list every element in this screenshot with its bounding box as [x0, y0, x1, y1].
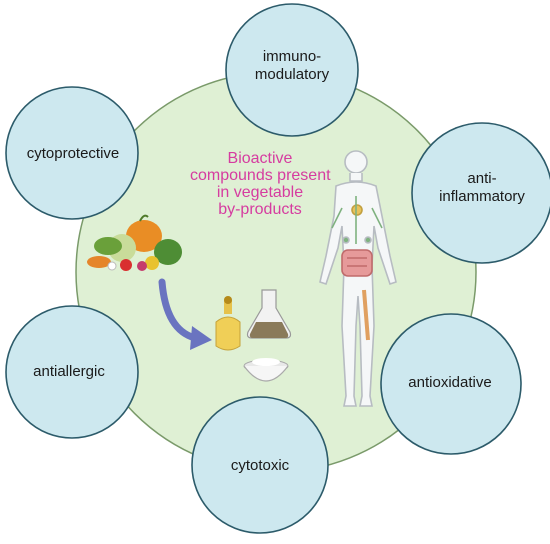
node-label-line: immuno- [262, 48, 322, 65]
node-label-line: cytotoxic [230, 457, 290, 474]
node-circle-antioxidative [380, 313, 522, 455]
node-label-cytotoxic: cytotoxic [205, 457, 315, 475]
node-label-antioxidative: antioxidative [390, 374, 510, 392]
center-title-line: in vegetable [216, 184, 304, 201]
node-circle-antiallergic [5, 305, 139, 439]
node-circle-cytoprotective [5, 86, 139, 220]
node-label-line: cytoprotective [26, 145, 120, 162]
node-label-line: inflammatory [439, 188, 525, 205]
human-body-icon [319, 150, 397, 407]
node-label-cytoprotective: cytoprotective [18, 145, 128, 163]
node-label-line: modulatory [254, 66, 330, 83]
vegetables-icon [87, 214, 182, 271]
node-label-line: antioxidative [408, 374, 492, 391]
node-label-line: antiallergic [33, 363, 105, 380]
property-nodes [5, 3, 550, 534]
center-title-line: by-products [218, 201, 302, 218]
flask-icon [246, 289, 292, 339]
node-circle-immunomodulatory [225, 3, 359, 137]
arrow-icon [158, 278, 212, 350]
center-title-line: Bioactive [227, 150, 293, 167]
node-label-line: anti- [467, 170, 497, 187]
node-circle-anti-inflammatory [411, 122, 550, 264]
node-label-antiallergic: antiallergic [14, 363, 124, 381]
center-title: Bioactive compounds present in vegetable… [190, 150, 331, 218]
node-circle-cytotoxic [191, 396, 329, 534]
powder-bowl-icon [243, 358, 289, 382]
center-title-line: compounds present [190, 167, 331, 184]
oil-bottle-icon [215, 296, 241, 351]
node-label-anti-inflammatory: anti- inflammatory [427, 170, 537, 206]
node-label-immunomodulatory: immuno- modulatory [237, 48, 347, 84]
